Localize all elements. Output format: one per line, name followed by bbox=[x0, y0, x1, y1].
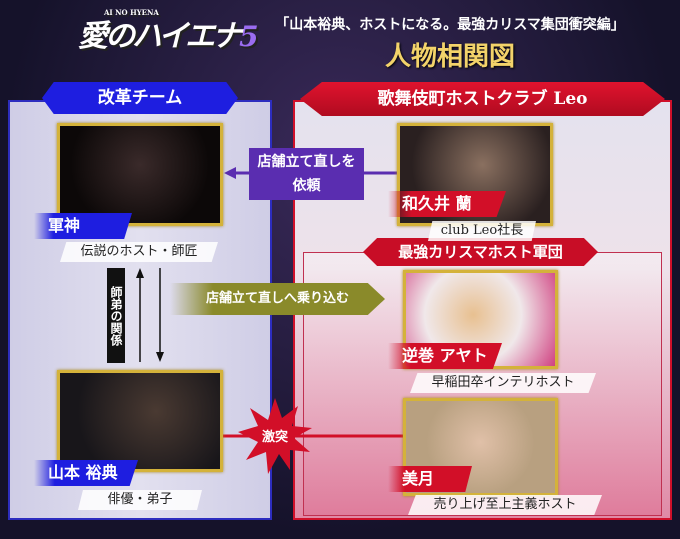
request-box: 店舗立て直しを依頼 bbox=[249, 148, 364, 200]
arrowhead-icon bbox=[224, 167, 236, 179]
name-label: 和久井 蘭 bbox=[388, 191, 506, 217]
logo-main: 愛のハイエナ5 bbox=[78, 19, 259, 54]
starburst-icon bbox=[238, 398, 312, 474]
desc-label: club Leo社長 bbox=[428, 221, 536, 241]
arrow-down-icon bbox=[156, 352, 164, 362]
logo-sub: AI NO HYENA bbox=[104, 8, 159, 17]
logo: AI NO HYENA 愛のハイエナ5 bbox=[78, 8, 259, 72]
desc-label: 俳優・弟子 bbox=[78, 490, 202, 510]
photo-gunshin bbox=[57, 123, 223, 226]
charisma-squad-banner: 最強カリスマホスト軍団 bbox=[363, 238, 598, 266]
clash-label: 激突 bbox=[261, 430, 288, 445]
name-label: 美月 bbox=[388, 466, 472, 492]
desc-label: 伝説のホスト・師匠 bbox=[60, 242, 218, 262]
desc-label: 早稲田卒インテリホスト bbox=[410, 373, 596, 393]
mentor-label: 師弟の関係 bbox=[107, 268, 125, 363]
name-label: 軍神 bbox=[34, 213, 132, 239]
club-leo-banner: 歌舞伎町ホストクラブ Leo bbox=[300, 82, 665, 116]
desc-label: 売り上げ至上主義ホスト bbox=[408, 495, 602, 515]
name-label: 山本 裕典 bbox=[34, 460, 138, 486]
subtitle: 「山本裕典、ホストになる。最強カリスマ集団衝突編」 bbox=[275, 17, 625, 33]
reform-team-banner: 改革チーム bbox=[42, 82, 238, 114]
page-title: 人物相関図 bbox=[384, 42, 515, 72]
photo-yamamoto bbox=[57, 370, 223, 472]
name-label: 逆巻 アヤト bbox=[388, 343, 502, 369]
storm-arrow: 店舗立て直しへ乗り込む bbox=[170, 283, 385, 315]
arrow-up-icon bbox=[136, 268, 144, 278]
